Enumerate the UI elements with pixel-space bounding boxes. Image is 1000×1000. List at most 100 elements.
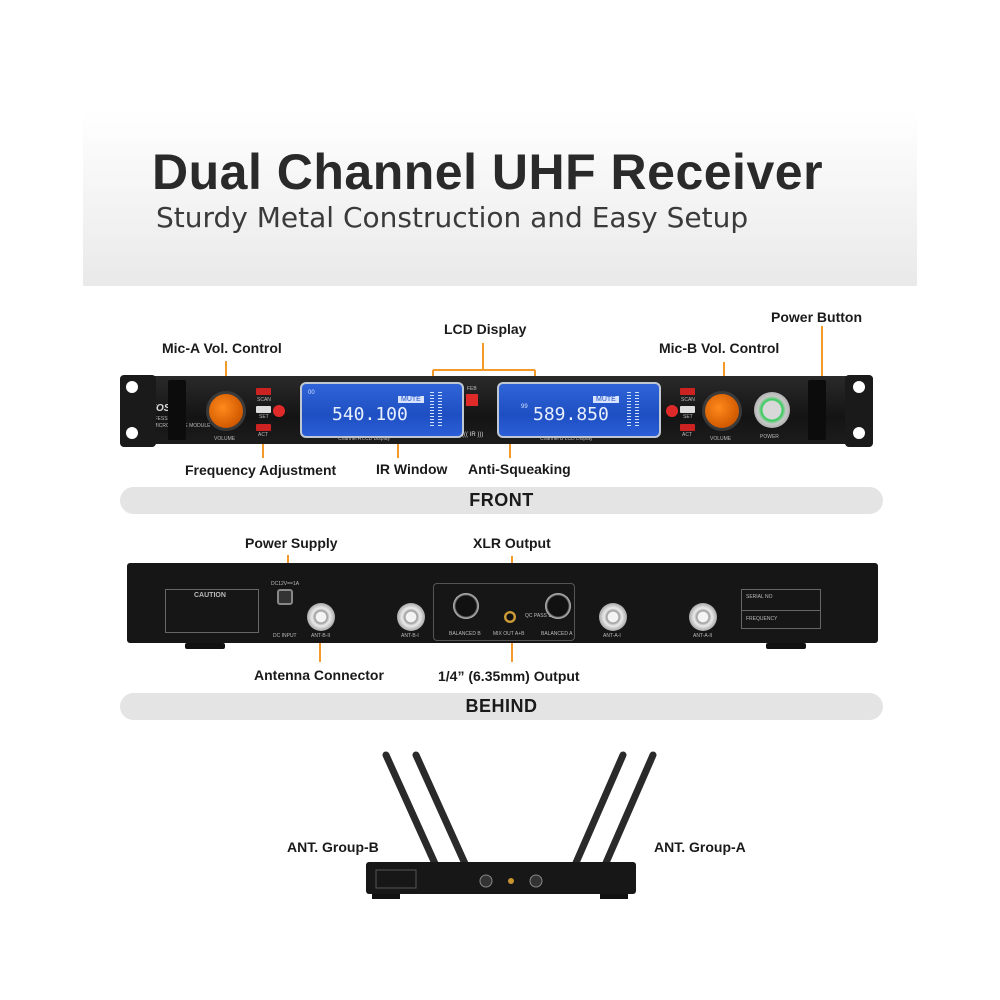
act-a-key[interactable]: [256, 424, 271, 431]
callout-anti-squeaking: Anti-Squeaking: [468, 461, 571, 477]
serial-divider: [742, 610, 820, 611]
foot-small-right: [600, 894, 628, 899]
antenna-b1-connector[interactable]: [397, 603, 425, 631]
left-handle: [168, 380, 186, 440]
mic-b-volume-knob[interactable]: [702, 391, 742, 431]
callout-ant-group-a: ANT. Group-A: [654, 839, 746, 855]
lcd-b-frequency: 589.850: [533, 404, 609, 425]
act-b-key[interactable]: [680, 424, 695, 431]
section-front: FRONT: [120, 487, 883, 514]
caution-label: CAUTION: [165, 589, 259, 633]
volume-a-label: VOLUME: [214, 436, 236, 442]
xlr-b-output[interactable]: [453, 593, 479, 619]
callout-ir-window: IR Window: [376, 461, 448, 477]
scan-a-label: SCAN: [257, 397, 271, 403]
rear-foot-left: [185, 643, 225, 649]
ear-hole: [853, 427, 865, 439]
lcd-a-caption: Channel A LCD Display: [338, 436, 390, 442]
dc-spec-label: DC12V==1A: [271, 581, 300, 587]
volume-b-label: VOLUME: [710, 436, 732, 442]
ant-a2-label: ANT-A-II: [693, 633, 713, 639]
antenna-b2-connector[interactable]: [307, 603, 335, 631]
mix-out-label: MIX OUT A+B: [493, 631, 525, 637]
lcd-b-meter-1: [627, 392, 631, 428]
callout-antenna-connector: Antenna Connector: [254, 667, 384, 683]
power-button[interactable]: [754, 392, 790, 428]
dc-input-label: DC INPUT: [273, 633, 297, 639]
page-title: Dual Channel UHF Receiver: [152, 144, 824, 200]
caution-title: CAUTION: [194, 592, 226, 599]
frequency-adjust-a-button[interactable]: [273, 405, 285, 417]
lcd-a-mute: MUTE: [398, 396, 424, 403]
rear-foot-right: [766, 643, 806, 649]
mic-a-volume-knob[interactable]: [206, 391, 246, 431]
callout-power-supply: Power Supply: [245, 535, 338, 551]
callout-quarter-output: 1/4” (6.35mm) Output: [438, 668, 580, 684]
antenna-a1-connector[interactable]: [599, 603, 627, 631]
lcd-a-frequency: 540.100: [332, 404, 408, 425]
ant-b2-label: ANT-B-II: [311, 633, 331, 639]
serial-no-label: SERIAL NO: [746, 594, 773, 600]
lcd-display-a: 00 MUTE 540.100: [300, 382, 464, 438]
lcd-b-meter-2: [635, 392, 639, 428]
xlr-small-a: [529, 874, 543, 888]
rack-ear-left: [120, 375, 156, 447]
scan-b-key[interactable]: [680, 388, 695, 395]
antenna-a2-connector[interactable]: [689, 603, 717, 631]
lcd-a-channel: 00: [308, 390, 315, 396]
act-b-label: ACT: [682, 432, 692, 438]
callout-mic-b-vol: Mic-B Vol. Control: [659, 340, 780, 356]
receiver-rear-small: [366, 862, 636, 894]
anti-squeaking-button[interactable]: [466, 394, 478, 406]
feb-label: FEB: [467, 386, 477, 392]
balanced-b-label: BALANCED B: [449, 631, 481, 637]
lcd-a-meter-1: [430, 392, 434, 428]
lcd-b-channel: 99: [521, 404, 528, 410]
lcd-b-mute: MUTE: [593, 396, 619, 403]
xlr-a-output[interactable]: [545, 593, 571, 619]
balanced-a-label: BALANCED A: [541, 631, 573, 637]
quarter-inch-output-jack[interactable]: [504, 611, 516, 623]
right-handle: [808, 380, 826, 440]
act-a-label: ACT: [258, 432, 268, 438]
callout-mic-a-vol: Mic-A Vol. Control: [162, 340, 282, 356]
callout-xlr-output: XLR Output: [473, 535, 551, 551]
dc-input-jack[interactable]: [277, 589, 293, 605]
ear-hole: [853, 381, 865, 393]
ant-b1-label: ANT-B-I: [401, 633, 419, 639]
jack-small: [508, 878, 514, 884]
callout-ant-group-b: ANT. Group-B: [287, 839, 379, 855]
page-subtitle: Sturdy Metal Construction and Easy Setup: [156, 201, 749, 234]
serial-label-box: SERIAL NO FREQUENCY: [741, 589, 821, 629]
set-a-label: SET: [259, 414, 269, 420]
rack-ear-right: [845, 375, 873, 447]
brand-subtitle: UHF PROFESSIONAL: [132, 416, 183, 422]
power-label: POWER: [760, 434, 779, 440]
callout-frequency-adjustment: Frequency Adjustment: [185, 462, 337, 478]
foot-small-left: [372, 894, 400, 899]
xlr-small-b: [479, 874, 493, 888]
frequency-adjust-b-button[interactable]: [666, 405, 678, 417]
caution-small: [375, 869, 417, 889]
ear-hole: [126, 427, 138, 439]
ir-window-label: ((( IR ))): [462, 432, 484, 438]
ant-a1-label: ANT-A-I: [603, 633, 621, 639]
ear-hole: [126, 381, 138, 393]
callout-lcd-display: LCD Display: [444, 321, 527, 337]
lcd-b-caption: Channel B LCD Display: [540, 436, 593, 442]
lcd-display-b: 99 MUTE 589.850: [497, 382, 661, 438]
scan-b-label: SCAN: [681, 397, 695, 403]
receiver-rear-panel: CAUTION DC12V==1A DC INPUT ANT-B-II ANT-…: [127, 563, 878, 643]
header-band: [83, 110, 917, 286]
lcd-a-meter-2: [438, 392, 442, 428]
set-b-key[interactable]: [680, 406, 695, 413]
frequency-label: FREQUENCY: [746, 616, 778, 622]
set-b-label: SET: [683, 414, 693, 420]
output-panel: [433, 583, 575, 641]
section-behind: BEHIND: [120, 693, 883, 720]
scan-a-key[interactable]: [256, 388, 271, 395]
set-a-key[interactable]: [256, 406, 271, 413]
callout-power-button: Power Button: [771, 309, 862, 325]
qc-pass-label: QC PASS 15: [525, 613, 554, 619]
